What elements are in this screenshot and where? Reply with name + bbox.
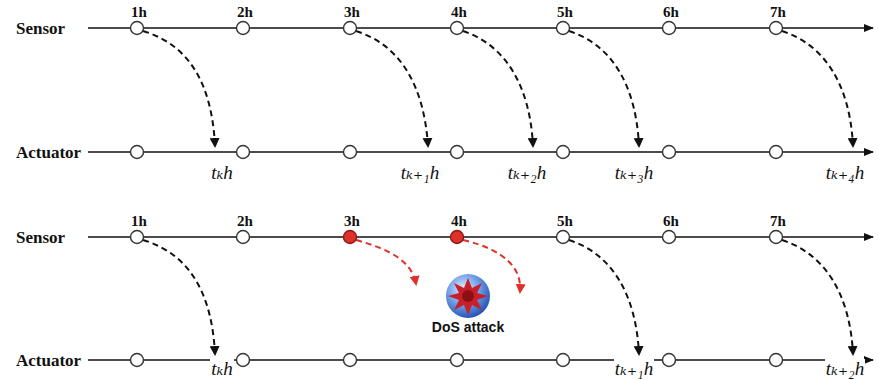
transmission-arrow: [463, 31, 533, 146]
time-label: 7h: [770, 5, 786, 20]
time-label: 2h: [237, 214, 253, 229]
arrival-label: tₖ₊₃h: [614, 163, 654, 182]
dos-icon: [446, 274, 490, 318]
sample-dot: [557, 146, 570, 159]
transmission-arrow: [569, 31, 639, 146]
time-label: 5h: [557, 214, 573, 229]
arrival-label: tₖh: [210, 359, 234, 378]
sample-dot: [770, 231, 783, 244]
sample-dot: [557, 231, 570, 244]
time-label: 5h: [557, 5, 573, 20]
sample-dot: [131, 231, 144, 244]
row-label: Sensor: [16, 229, 65, 246]
sample-dot: [344, 22, 357, 35]
sample-dot: [451, 354, 464, 367]
attack-label: DoS attack: [430, 320, 506, 334]
arrival-label: tₖh: [210, 163, 234, 182]
time-label: 2h: [237, 5, 253, 20]
time-label: 4h: [451, 5, 467, 20]
transmission-arrow: [782, 31, 853, 146]
sample-dot: [131, 146, 144, 159]
time-label: 1h: [131, 5, 147, 20]
transmission-arrow: [782, 240, 853, 354]
dos-burst: [448, 278, 488, 315]
sample-dot: [451, 146, 464, 159]
sample-dot: [663, 22, 676, 35]
actuator-axis: [88, 151, 873, 153]
sample-dot: [237, 146, 250, 159]
row-label: Sensor: [16, 20, 65, 37]
transmission-arrow: [143, 31, 215, 146]
dos-core: [462, 290, 474, 302]
sample-dot: [131, 354, 144, 367]
arrival-label: tₖ₊₄h: [825, 163, 865, 182]
time-label: 3h: [344, 5, 360, 20]
row-label: Actuator: [16, 352, 81, 369]
sample-dot: [663, 231, 676, 244]
transmission-arrow: [356, 31, 428, 146]
sample-dot: [663, 146, 676, 159]
arrival-label: tₖ₊₁h: [614, 359, 654, 378]
sample-dot: [557, 22, 570, 35]
sample-dot: [557, 354, 570, 367]
time-label: 6h: [663, 214, 679, 229]
attacked-sample-dot: [344, 231, 357, 244]
attacked-sample-dot: [451, 231, 464, 244]
arrival-label: tₖ₊₂h: [507, 163, 547, 182]
sample-dot: [344, 354, 357, 367]
time-label: 4h: [451, 214, 467, 229]
sample-dot: [237, 354, 250, 367]
sample-dot: [451, 22, 464, 35]
time-label: 1h: [131, 214, 147, 229]
sensor-axis: [88, 236, 873, 238]
sample-dot: [770, 354, 783, 367]
arrival-label: tₖ₊₂h: [825, 359, 865, 378]
arrival-label: tₖ₊₁h: [400, 163, 440, 182]
row-label: Actuator: [16, 144, 81, 161]
transmission-arrow: [143, 240, 215, 354]
time-label: 3h: [344, 214, 360, 229]
time-label: 6h: [663, 5, 679, 20]
sample-dot: [131, 22, 144, 35]
actuator-axis: [88, 359, 873, 361]
time-label: 7h: [770, 214, 786, 229]
sample-dot: [663, 354, 676, 367]
attacked-arrow: [356, 240, 416, 284]
sample-dot: [237, 22, 250, 35]
sample-dot: [770, 22, 783, 35]
sample-dot: [344, 146, 357, 159]
sample-dot: [237, 231, 250, 244]
sensor-axis: [88, 27, 873, 29]
dos-sphere: [446, 274, 490, 318]
transmission-arrow: [569, 240, 639, 354]
sample-dot: [770, 146, 783, 159]
